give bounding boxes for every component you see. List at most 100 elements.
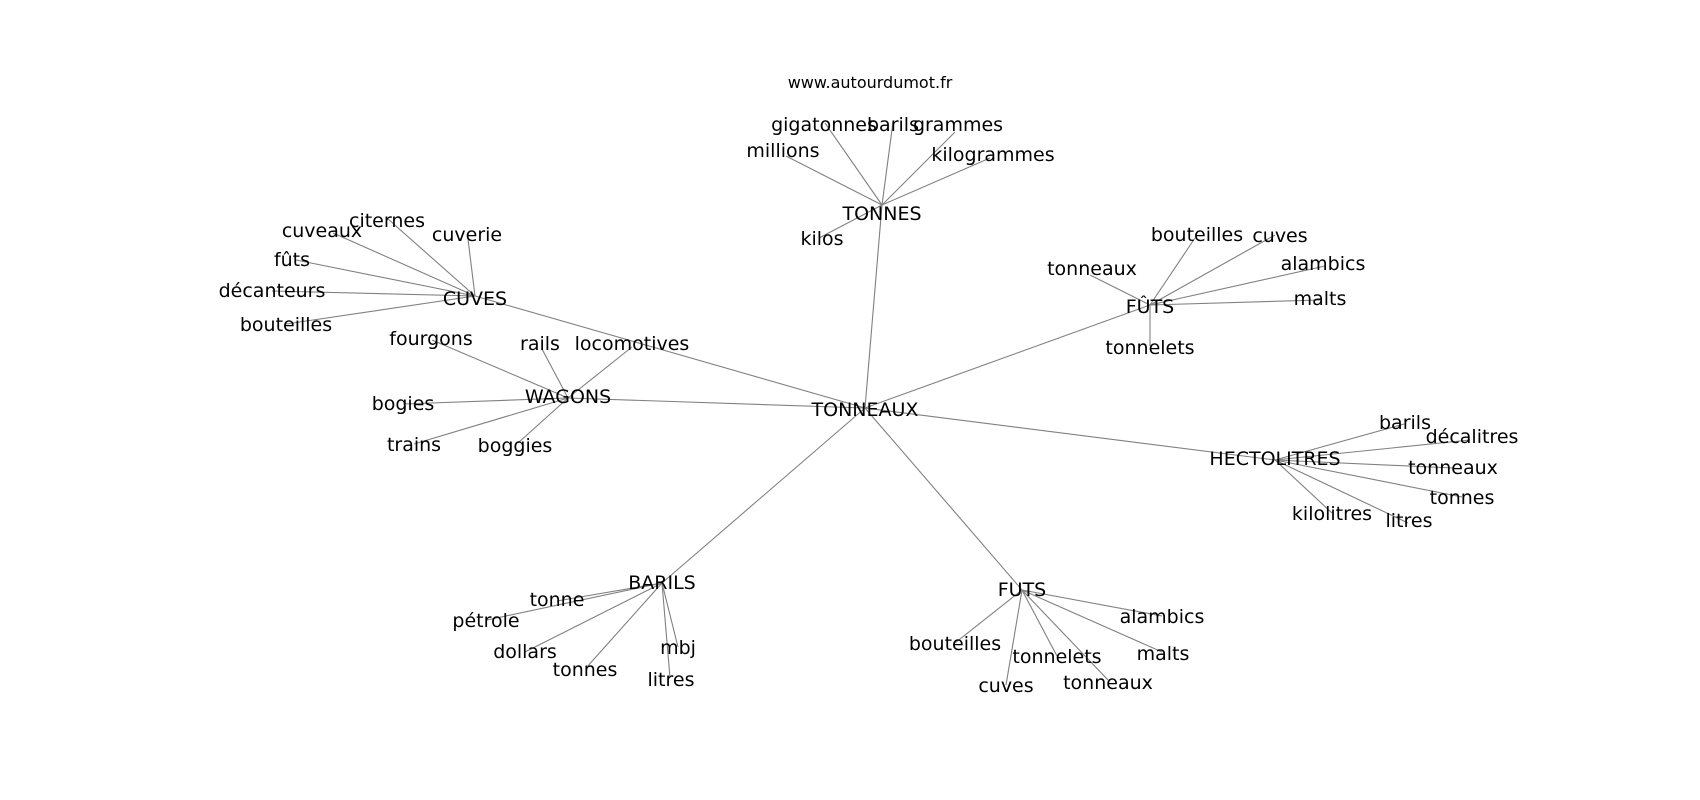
- edge-barils-to-tonnes: [585, 582, 663, 669]
- edge-barils-to-litres: [661, 582, 671, 679]
- edge-center-to-tonnes: [864, 204, 883, 409]
- edge-wagons-to-fourgons: [431, 339, 569, 399]
- node-leaf-tonnes-millions: millions: [746, 140, 819, 162]
- node-hub-wagons: WAGONS: [525, 386, 611, 408]
- node-leaf-cuves-cuverie: cuverie: [432, 224, 502, 246]
- node-leaf-wagons-locomotives: locomotives: [575, 333, 690, 355]
- edge-center-to-futs: [864, 407, 1023, 591]
- node-leaf-tonnes-grammes: grammes: [913, 114, 1003, 136]
- node-leaf-tonnes-kilos: kilos: [800, 228, 843, 250]
- node-leaf-wagons-bogies: bogies: [372, 393, 435, 415]
- node-leaf-wagons-boggies: boggies: [478, 435, 553, 457]
- edge-futs-accent-to-cuves: [1149, 234, 1276, 306]
- edge-cuves-to-decanteurs: [271, 290, 476, 297]
- edge-futs-to-bouteilles: [954, 589, 1023, 644]
- edge-barils-to-mbj: [661, 582, 679, 648]
- node-leaf-barils-litres: litres: [648, 669, 695, 691]
- node-hub-tonnes: TONNES: [841, 203, 921, 225]
- node-leaf-tonnes-gigatonnes: gigatonnes: [771, 114, 877, 136]
- node-leaf-hectolitres-tonnes: tonnes: [1430, 487, 1495, 509]
- edge-center-to-cuves: [474, 295, 866, 409]
- edge-cuves-to-futs: [295, 259, 476, 297]
- node-hub-cuves: CUVES: [443, 288, 507, 310]
- node-leaf-futs-accent-tonneaux: tonneaux: [1047, 258, 1137, 280]
- node-leaf-futs-accent-cuves: cuves: [1252, 225, 1307, 247]
- node-leaf-futs-bouteilles: bouteilles: [909, 633, 1001, 655]
- node-leaf-barils-tonnes: tonnes: [553, 659, 618, 681]
- edge-wagons-to-boggies: [517, 397, 569, 444]
- node-leaf-futs-cuves: cuves: [978, 675, 1033, 697]
- node-leaf-cuves-bouteilles: bouteilles: [240, 314, 332, 336]
- edge-barils-to-tonne: [556, 582, 663, 602]
- node-leaf-hectolitres-decalitres: décalitres: [1426, 426, 1519, 448]
- edge-hectolitres-to-kilolitres: [1274, 459, 1333, 514]
- node-hub-futs-accent: FÛTS: [1126, 294, 1175, 318]
- node-leaf-hectolitres-litres: litres: [1386, 510, 1433, 532]
- node-leaf-cuves-cuveaux: cuveaux: [282, 220, 362, 242]
- node-leaf-tonnes-kilogrammes: kilogrammes: [931, 144, 1054, 166]
- edge-cuves-to-cuverie: [467, 238, 476, 297]
- edge-tonnes-to-gigatonnes: [824, 122, 883, 206]
- node-leaf-hectolitres-kilolitres: kilolitres: [1292, 503, 1372, 525]
- node-leaf-futs-tonnelets: tonnelets: [1012, 646, 1101, 668]
- node-hub-hectolitres: HECTOLITRES: [1209, 448, 1340, 470]
- edge-futs-to-tonneaux: [1021, 589, 1109, 681]
- node-leaf-wagons-fourgons: fourgons: [389, 328, 472, 350]
- edge-wagons-to-trains: [413, 397, 569, 445]
- node-leaf-barils-dollars: dollars: [493, 641, 557, 663]
- edge-futs-to-alambics: [1021, 589, 1163, 617]
- edge-center-to-wagons: [567, 397, 866, 409]
- node-leaf-cuves-futs: fûts: [274, 249, 310, 271]
- edge-futs-to-tonnelets: [1021, 589, 1058, 657]
- edge-hectolitres-to-litres: [1274, 459, 1409, 524]
- edge-center-to-barils: [661, 407, 866, 584]
- site-url: www.autourdumot.fr: [788, 73, 953, 92]
- edge-tonnes-to-kilogrammes: [881, 157, 991, 206]
- node-center-tonneaux: TONNEAUX: [811, 399, 919, 421]
- edge-futs-accent-to-tonneaux: [1089, 274, 1151, 306]
- node-leaf-futs-accent-tonnelets: tonnelets: [1105, 337, 1194, 359]
- edge-futs-accent-to-alambics: [1149, 265, 1326, 306]
- edge-futs-to-cuves: [1005, 589, 1023, 686]
- node-leaf-futs-alambics: alambics: [1120, 606, 1205, 628]
- node-leaf-barils-petrole: pétrole: [452, 610, 519, 632]
- node-leaf-wagons-rails: rails: [520, 333, 560, 355]
- edge-futs-accent-to-malts: [1149, 299, 1321, 306]
- edge-barils-to-petrole: [486, 582, 663, 621]
- edge-wagons-to-locomotives: [567, 346, 633, 399]
- node-leaf-futs-accent-malts: malts: [1294, 288, 1347, 310]
- node-leaf-barils-mbj: mbj: [660, 637, 696, 659]
- edge-hectolitres-to-tonneaux: [1274, 459, 1454, 469]
- node-leaf-wagons-trains: trains: [387, 434, 441, 456]
- node-leaf-cuves-citernes: citernes: [349, 210, 425, 232]
- edge-futs-to-malts: [1021, 589, 1163, 653]
- edge-cuves-to-bouteilles: [285, 295, 476, 325]
- graph-labels: TONNEAUX TONNES gigatonnes barils grammes mil…: [219, 114, 1519, 697]
- edge-tonnes-to-kilos: [818, 204, 883, 239]
- node-leaf-hectolitres-barils: barils: [1379, 412, 1431, 434]
- edge-wagons-to-bogies: [402, 397, 569, 405]
- edge-center-to-hectolitres: [864, 407, 1276, 461]
- node-leaf-hectolitres-tonneaux: tonneaux: [1408, 457, 1498, 479]
- edge-cuves-to-citernes: [387, 218, 476, 297]
- node-leaf-futs-accent-bouteilles: bouteilles: [1151, 224, 1243, 246]
- node-leaf-barils-tonne: tonne: [530, 589, 585, 611]
- edge-futs-accent-to-bouteilles: [1149, 237, 1196, 306]
- node-leaf-cuves-decanteurs: décanteurs: [219, 280, 326, 302]
- edge-wagons-to-rails: [541, 348, 569, 399]
- edge-tonnes-to-barils: [881, 121, 894, 206]
- graph-edges: [271, 121, 1471, 686]
- node-leaf-futs-malts: malts: [1137, 643, 1190, 665]
- edge-tonnes-to-grammes: [881, 131, 956, 206]
- edge-hectolitres-to-tonnes: [1274, 459, 1463, 498]
- node-hub-futs: FUTS: [998, 579, 1047, 601]
- node-hub-barils: BARILS: [628, 572, 695, 594]
- node-leaf-futs-tonneaux: tonneaux: [1063, 672, 1153, 694]
- edge-barils-to-dollars: [524, 582, 663, 653]
- edge-tonnes-to-millions: [785, 155, 883, 206]
- edge-cuves-to-cuveaux: [332, 232, 476, 297]
- edge-hectolitres-to-barils: [1274, 423, 1405, 461]
- node-leaf-futs-accent-alambics: alambics: [1281, 253, 1366, 275]
- edge-hectolitres-to-decalitres: [1274, 439, 1471, 461]
